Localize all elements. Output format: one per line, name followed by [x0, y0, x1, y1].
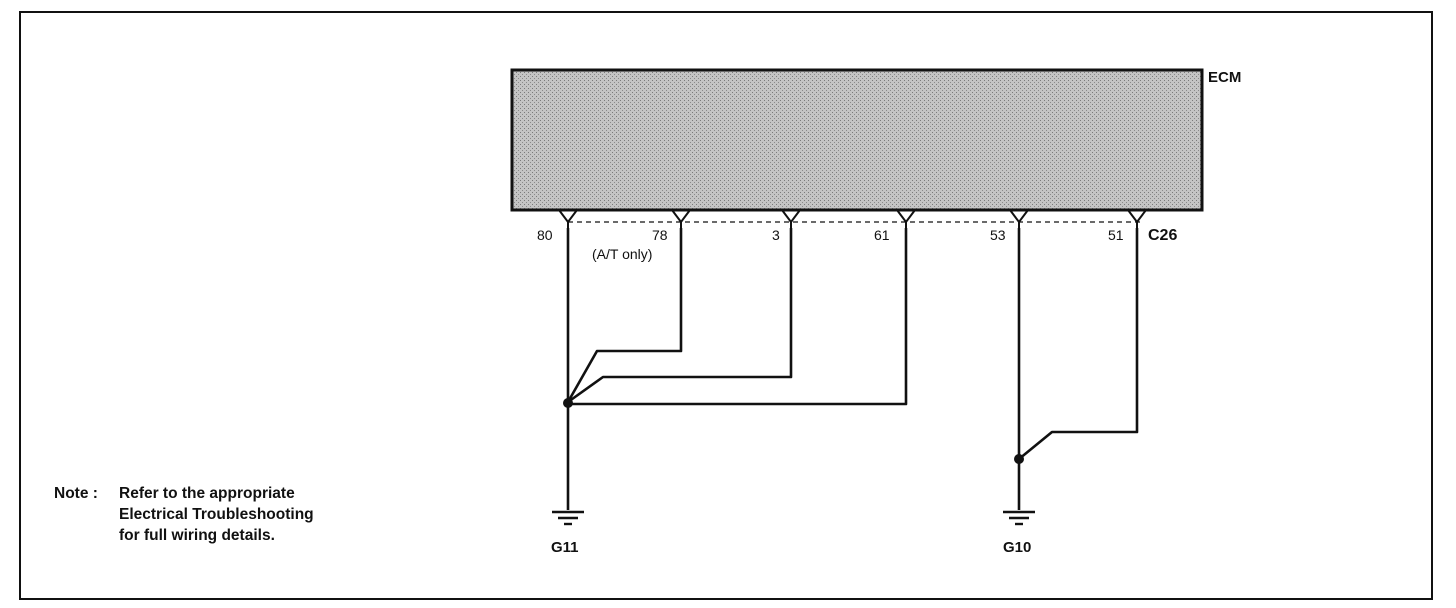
ecm-module-box [510, 68, 1204, 212]
ground-g10-label: G10 [1003, 539, 1031, 556]
g11-splice-node [563, 398, 573, 408]
ecm-label: ECM [1208, 69, 1241, 86]
pin-3-terminal [781, 209, 801, 228]
wire-pin-78 [566, 228, 683, 403]
pin-53-terminal [1009, 209, 1029, 228]
wire-pin-3 [567, 228, 793, 404]
pin-53-label: 53 [990, 227, 1006, 243]
pin-78-note: (A/T only) [592, 246, 652, 262]
note-prefix: Note : [54, 485, 98, 502]
note-line-2: Electrical Troubleshooting [119, 506, 314, 523]
connector-label: C26 [1148, 227, 1177, 244]
note-line-3: for full wiring details. [119, 527, 275, 544]
note-line-1: Refer to the appropriate [119, 485, 295, 502]
ground-g11-label: G11 [551, 539, 579, 556]
pin-51-label: 51 [1108, 227, 1124, 243]
pin-80-label: 80 [537, 227, 553, 243]
pin-61-terminal [896, 209, 916, 228]
ground-g11-icon [552, 510, 584, 526]
pin-78-terminal [671, 209, 691, 228]
ground-g10-icon [1003, 510, 1035, 526]
pin-80-terminal [558, 209, 578, 228]
g10-splice-node [1014, 454, 1024, 464]
wire-pin-51 [1018, 228, 1139, 461]
pin-61-label: 61 [874, 227, 890, 243]
pin-78-label: 78 [652, 227, 668, 243]
wire-pin-61 [568, 228, 908, 406]
pin-3-label: 3 [772, 227, 780, 243]
note-block: Note : Refer to the appropriate Electric… [54, 483, 314, 546]
pin-51-terminal [1127, 209, 1147, 228]
